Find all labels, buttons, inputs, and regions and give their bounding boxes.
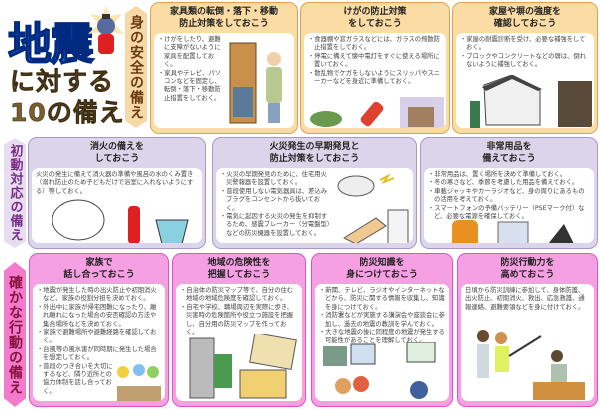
family-illustration <box>117 364 161 401</box>
bullet: 非常用品は、置く場所を決めて準備しておく。 <box>428 171 590 179</box>
supplies-illustration <box>452 220 574 243</box>
card-text: 火災の発生に備えて消火器の準備や風呂の水のくみ置き（溺れ防止のため子どもだけで浴… <box>36 171 194 195</box>
bullet: 普段のつき合いを大切にするなど、隣り近所との協力体制を話し合っておく。 <box>37 363 113 397</box>
bullet: 台風等の風水害が同時期に発生した場合を想定しておく。 <box>37 346 161 363</box>
card-text: 日頃から防災訓練に参加して、身体防護、出火防止、初期消火、救出、応急救護、通報連… <box>465 287 585 311</box>
smoke-alarm-outlet-illustration <box>337 173 409 243</box>
bullet: 停電に備えて懐中電灯をすぐに使える場所に置いておく。 <box>308 53 442 70</box>
section-label-safety: 身の安全の備え <box>125 6 147 128</box>
bullet: 地震が発生した時の出火防止や初期消火など、家族の役割分担を決めておく。 <box>37 287 161 304</box>
bullet: 外出中に家族が帰宅困難になったり、離れ離れになった場合の安否確認の方法や集合場所… <box>37 304 161 329</box>
card-title: 話し合っておこう <box>63 269 135 280</box>
card-title: 防止対策をしておこう <box>179 18 269 29</box>
slippers-flashlight-illustration <box>310 97 444 128</box>
bullet: 食器棚や窓ガラスなどには、ガラスの飛散防止措置をしておく。 <box>308 36 442 53</box>
card-title: 防止対策をしておこう <box>269 153 360 164</box>
section-label-action: 確かな行動の備え <box>4 262 26 407</box>
bullet: ブロックやコンクリートなどの塀は、倒れないように補強しておく。 <box>460 53 590 70</box>
bullet: 家族で避難場所や避難経路を確認しておく。 <box>37 329 161 346</box>
card-title: 高めておこう <box>500 269 555 280</box>
card-title: 家屋や塀の強度を <box>488 7 561 17</box>
title-main: 地震 <box>7 18 95 71</box>
card-title: 非常用品を <box>486 142 532 152</box>
furniture-illustration <box>229 42 282 124</box>
title-sub-2: 10の備え <box>10 98 125 128</box>
card-title: 身につけておこう <box>346 269 418 280</box>
card-title: 消火の備えを <box>89 142 144 152</box>
bullet: 大きな地震の後に同程度の地震が発生する可能性があることを理解しておく。 <box>319 329 445 346</box>
bullet: 自宅や学校、職場周辺を実際に歩き、災害時の危険箇所や役立つ施設を把握し、自分用の… <box>180 304 298 338</box>
section-label-initial-response: 初動対応の備え <box>4 138 26 248</box>
bullet: 新聞、テレビ、ラジオやインターネットなどから、防災に関する情報を収集し、知識を身… <box>319 287 445 312</box>
card-title: 防災知識を <box>359 258 405 268</box>
bullet: 火災の早期発見のために、住宅用火災警報器を設置しておく。 <box>220 171 330 188</box>
card-disaster-action: 防災行動力を高めておこう 日頃から防災訓練に参加して、身体防護、出火防止、初期消… <box>457 253 598 407</box>
extinguisher-bucket-illustration <box>52 199 189 243</box>
card-title: 把握しておこう <box>207 269 271 280</box>
house-wall-illustration <box>470 75 592 128</box>
bullet: 散乱物でケガをしないようにスリッパやスニーカーなどを身近に準備しておく。 <box>308 70 442 87</box>
card-title: 確認しておこう <box>493 18 557 29</box>
bullet: けがをしたり、避難に支障がないように家具を配置しておく。 <box>158 36 222 70</box>
card-title: 地域の危険性を <box>207 258 271 268</box>
bullet: 消防署などが実施する講演会や座談会に参加し、過去の地震の教訓を学んでおく。 <box>319 312 445 329</box>
bullet: 電気に起因する火災の発生を抑制するため、感震ブレーカー（分電盤型）などの防災機器… <box>220 213 330 238</box>
title-sub-1: に対する <box>10 67 115 97</box>
card-title: 防災行動力を <box>500 258 555 268</box>
bullet: 普段使用しない電気器具は、差込みプラグをコンセントから抜いておく。 <box>220 188 330 213</box>
card-fire-extinguishing: 消火の備えをしておこう 火災の発生に備えて消火器の準備や風呂の水のくみ置き（溺れ… <box>28 137 206 249</box>
bullet: 車載ジャッキやカーラジオなど、身の周りにあるものの活用を考えておく。 <box>428 188 590 205</box>
card-title: けがの防止対策 <box>343 7 407 17</box>
learning-illustration <box>323 342 436 399</box>
training-illustration <box>477 330 585 400</box>
bullet: 冬の寒さなど、季節を考慮した用品を備えておく。 <box>428 179 590 187</box>
card-title: 家族で <box>85 258 113 268</box>
card-title: 家具類の転倒・落下・移動 <box>169 7 278 17</box>
bullet: スマートフォンの予備バッテリー（PSEマーク付）など、必要な電源を確保しておく。 <box>428 205 590 222</box>
bullet: 自治体の防災マップ等で、自分の住む地域の地域危険度を確認しておく。 <box>180 287 298 304</box>
map-illustration <box>189 334 297 399</box>
bullet: 家具やテレビ、パソコンなどを固定し、転倒・落下・移動防止措置をしておく。 <box>158 70 222 104</box>
card-title: しておこう <box>94 153 140 164</box>
card-title: 備えておこう <box>482 153 536 164</box>
card-title: 火災発生の早期発見と <box>269 142 360 152</box>
mascot-icon <box>88 6 124 54</box>
bullet: 家屋の耐震診断を受け、必要な補強をしておく。 <box>460 36 590 53</box>
card-title: をしておこう <box>348 18 402 29</box>
